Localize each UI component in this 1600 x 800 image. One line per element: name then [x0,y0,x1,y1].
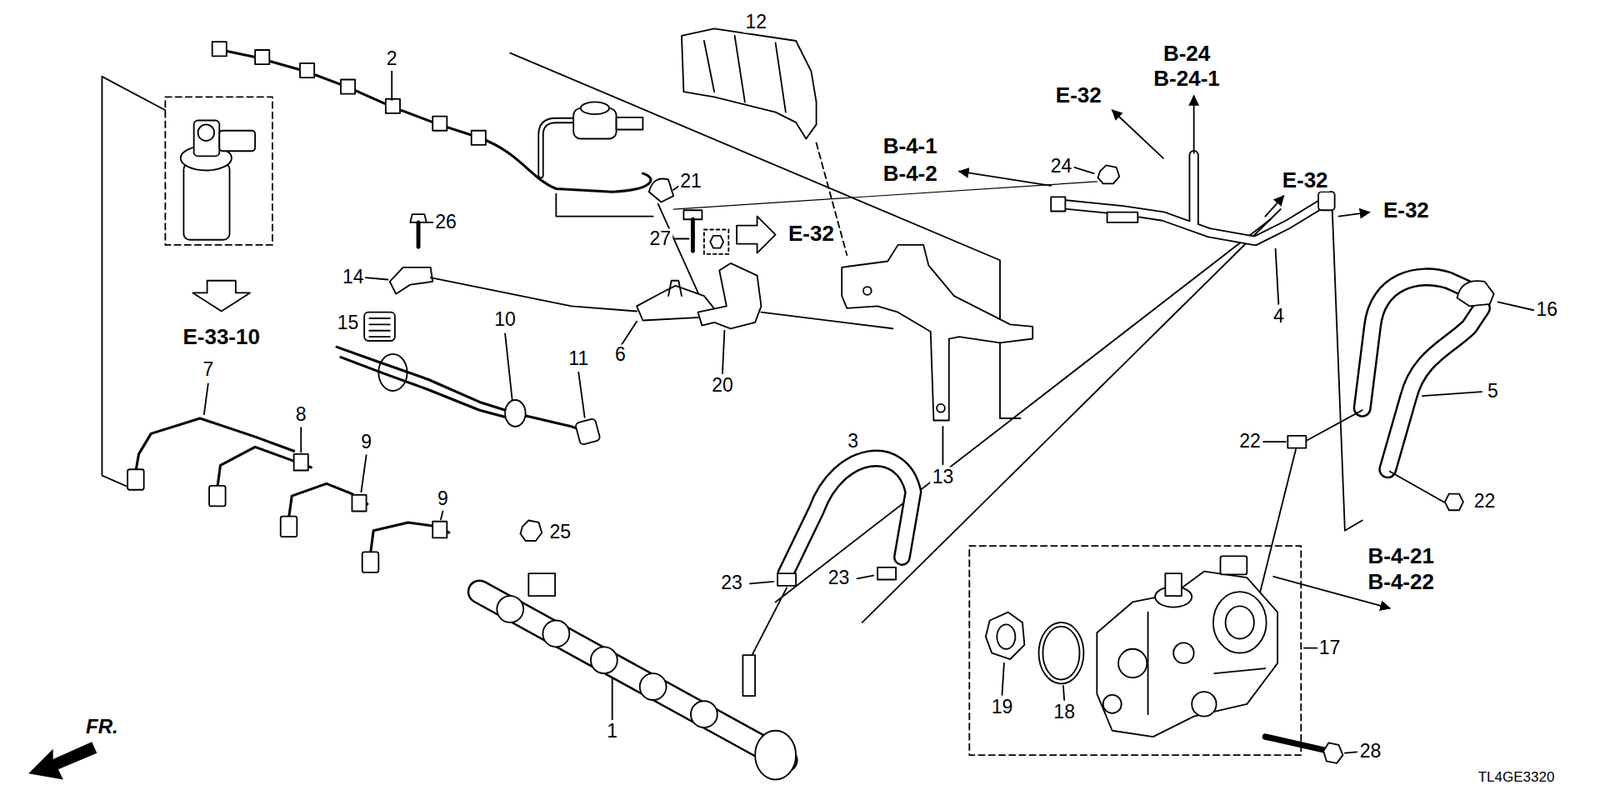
callout-number: 2 [385,48,400,70]
callout-number: 22 [1237,431,1263,453]
callout-number: 23 [719,573,745,595]
callout-number: 23 [826,568,852,590]
callout-number: 11 [566,348,590,370]
callout-number: 4 [1271,305,1286,327]
callout-number: 26 [433,211,459,233]
reference-code: B-4-22 [1365,570,1435,595]
callout-number: 12 [744,11,770,33]
callout-number: 24 [1049,155,1075,177]
front-marker: FR. [84,715,120,738]
callout-number: 19 [990,696,1015,718]
callout-number: 9 [435,488,450,510]
reference-code: E-32 [1280,167,1330,192]
reference-code: E-32 [1381,198,1431,223]
reference-code: B-4-2 [881,161,940,186]
diagram-code: TL4GE3320 [1476,770,1557,786]
callout-number: 10 [492,310,518,331]
reference-code: E-32 [1054,83,1104,108]
callout-number: 17 [1317,637,1343,659]
callout-number: 1 [605,720,620,742]
reference-code: B-4-21 [1365,544,1435,569]
callout-number: 8 [294,405,309,426]
callout-number: 13 [930,466,956,488]
callout-number: 27 [647,228,673,250]
reference-code: B-24-1 [1151,66,1221,91]
callout-number: 22 [1472,491,1498,513]
callout-number: 18 [1051,701,1077,723]
callout-number: 9 [359,432,374,454]
reference-code: B-4-1 [881,134,940,159]
callout-number: 15 [335,313,361,335]
callout-number: 7 [200,360,215,381]
reference-code: E-32 [786,221,836,246]
callout-number: 3 [845,431,860,453]
callout-number: 28 [1358,741,1384,763]
callout-number: 6 [613,344,628,365]
callout-number: 14 [340,266,366,288]
callout-number: 21 [678,170,704,192]
callout-number: 25 [547,522,573,544]
callout-number: 5 [1485,381,1500,403]
callout-number: 20 [710,375,735,396]
reference-code: B-24 [1161,40,1212,65]
callout-number: 16 [1535,300,1560,321]
reference-code: E-33-10 [180,325,262,350]
